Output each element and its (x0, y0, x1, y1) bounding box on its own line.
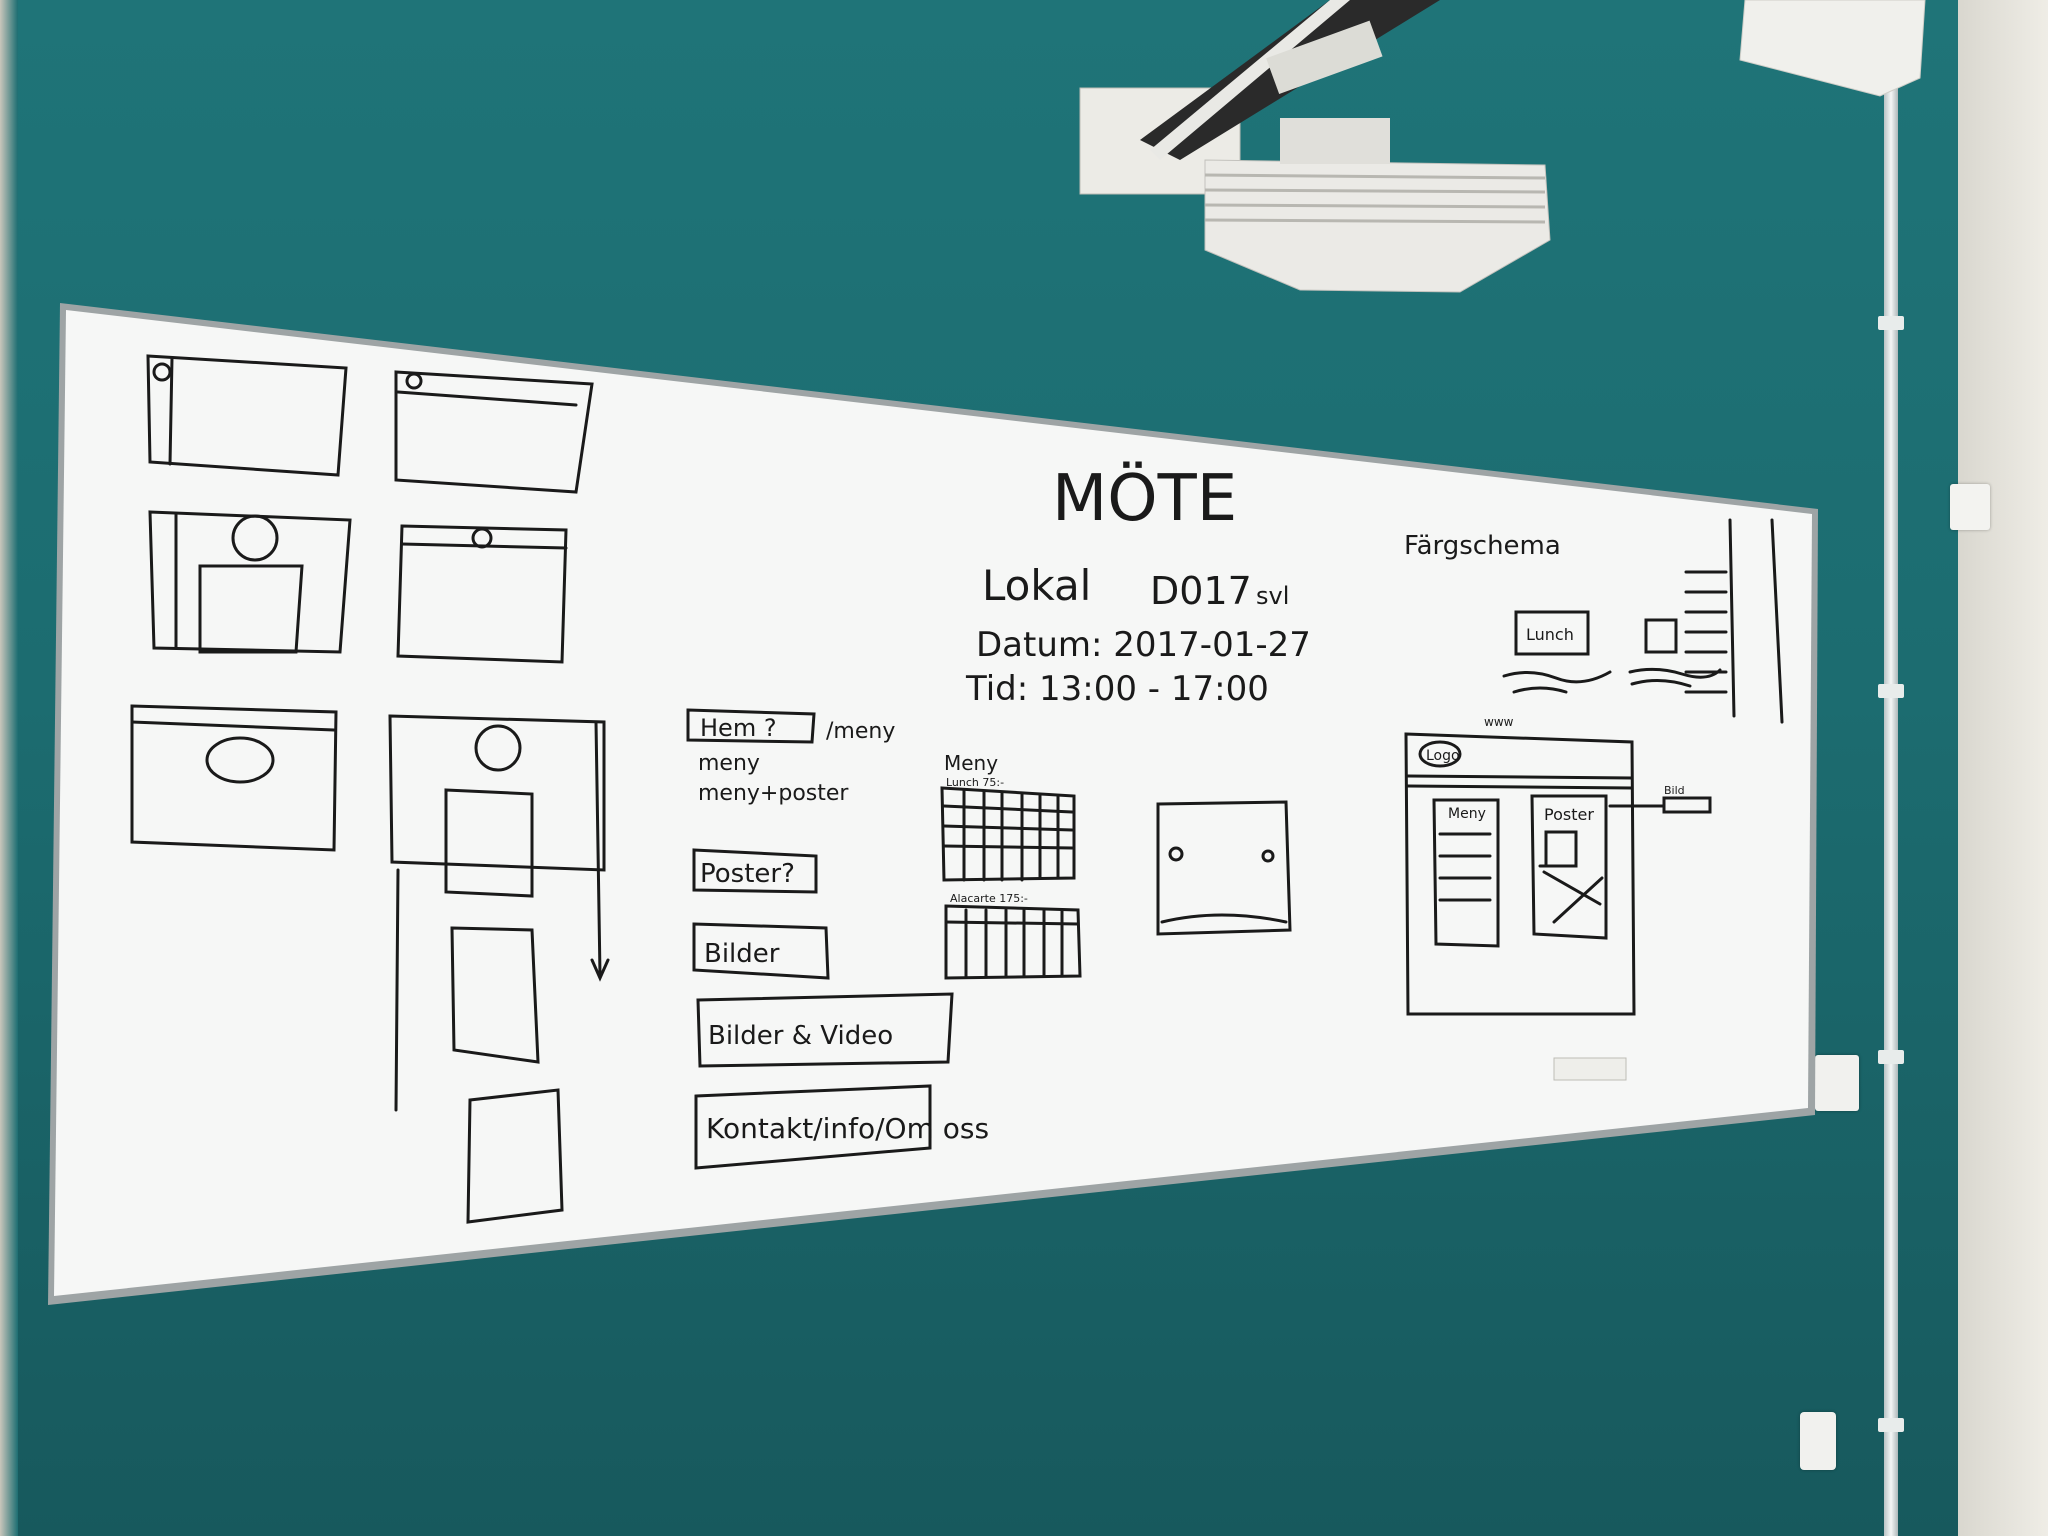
room-number: D017 (1150, 569, 1252, 613)
nav-kontakt: Kontakt/info/Om oss (706, 1112, 989, 1145)
wall-switch-panel[interactable] (1815, 1055, 1859, 1111)
meeting-time: Tid: 13:00 - 17:00 (965, 669, 1269, 709)
lokal-label: Lokal (982, 561, 1091, 610)
nav-meny-poster: meny+poster (698, 781, 849, 806)
menu-lunch-label: Lunch 75:- (946, 776, 1004, 789)
nav-hem: Hem ? (700, 714, 777, 742)
nav-meny: meny (698, 751, 760, 776)
wireframe-poster: Poster (1544, 805, 1594, 824)
color-scheme-heading: Färgschema (1404, 531, 1561, 561)
wireframe-logo: Logo (1426, 748, 1460, 764)
wireframe-bild: Bild (1664, 784, 1685, 797)
room-suffix: svl (1256, 582, 1289, 610)
right-wall (1958, 0, 2048, 1536)
nav-bilder: Bilder (704, 939, 780, 969)
projector (1079, 0, 1551, 293)
electrical-conduit (1884, 0, 1898, 1536)
whiteboard-eraser[interactable] (1553, 1057, 1627, 1081)
whiteboard-text: MÖTE Lokal D017 svl Datum: 2017-01-27 Ti… (698, 461, 1685, 1145)
nav-hem-suffix: /meny (826, 719, 895, 744)
speaker (1739, 0, 1926, 97)
conduit-clip (1878, 1418, 1904, 1432)
conduit-clip (1878, 684, 1904, 698)
meeting-title: MÖTE (1052, 461, 1237, 536)
thermostat (1950, 484, 1990, 530)
whiteboard (48, 303, 1818, 1305)
left-wall-edge (0, 0, 18, 1536)
meeting-date: Datum: 2017-01-27 (976, 625, 1311, 665)
power-outlet (1800, 1412, 1836, 1470)
conduit-clip (1878, 316, 1904, 330)
conduit-clip (1878, 1050, 1904, 1064)
nav-poster: Poster? (700, 859, 795, 889)
menu-second-label: Alacarte 175:- (950, 892, 1028, 905)
menu-heading: Meny (944, 751, 998, 775)
wireframe-sketches (130, 354, 1784, 1224)
color-scheme-lunch-button: Lunch (1526, 625, 1574, 644)
nav-bilder-video: Bilder & Video (708, 1021, 893, 1051)
wireframe-meny: Meny (1448, 806, 1486, 822)
wireframe-www: www (1484, 715, 1514, 729)
